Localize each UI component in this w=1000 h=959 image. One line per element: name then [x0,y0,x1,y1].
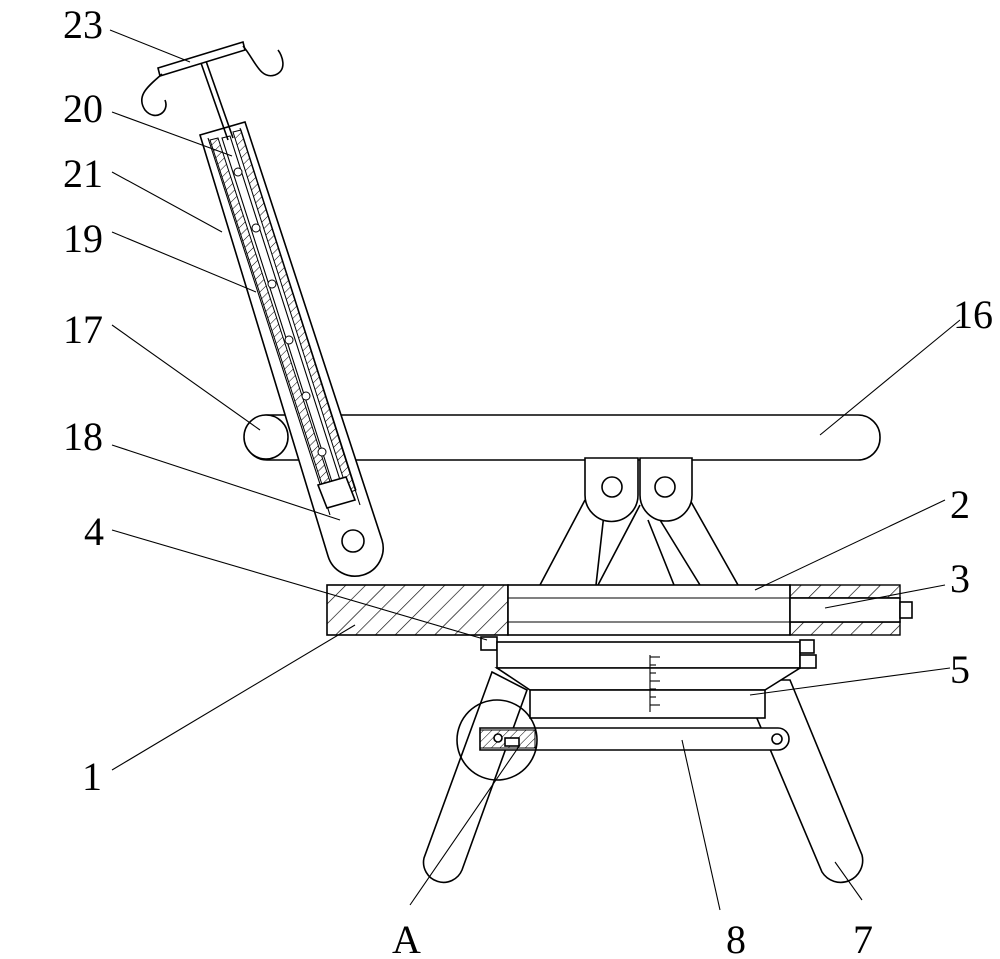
knob-17 [243,414,289,460]
label-20: 20 [63,86,103,131]
label-1: 1 [82,754,102,799]
adjust-block-5 [494,639,817,719]
slide-rail-2 [507,584,913,636]
iv-hook-23 [140,40,284,141]
detail-circle-A [456,699,538,781]
label-7: 7 [853,917,873,959]
label-21: 21 [63,151,103,196]
label-8: 8 [726,917,746,959]
label-18: 18 [63,414,103,459]
leader-lines [109,29,961,911]
label-17: 17 [63,307,103,352]
label-5: 5 [950,647,970,692]
label-4: 4 [84,509,104,554]
leg-left [422,670,528,884]
label-19: 19 [63,216,103,261]
label-3: 3 [950,556,970,601]
label-A: A [392,917,421,959]
base-block-1 [326,584,509,636]
scissor-supports [539,499,739,586]
label-23: 23 [63,2,103,47]
link-bar-8 [479,727,790,751]
column-19 [198,121,384,577]
label-16: 16 [953,292,993,337]
hinge-plates [584,457,693,523]
label-2: 2 [950,482,970,527]
